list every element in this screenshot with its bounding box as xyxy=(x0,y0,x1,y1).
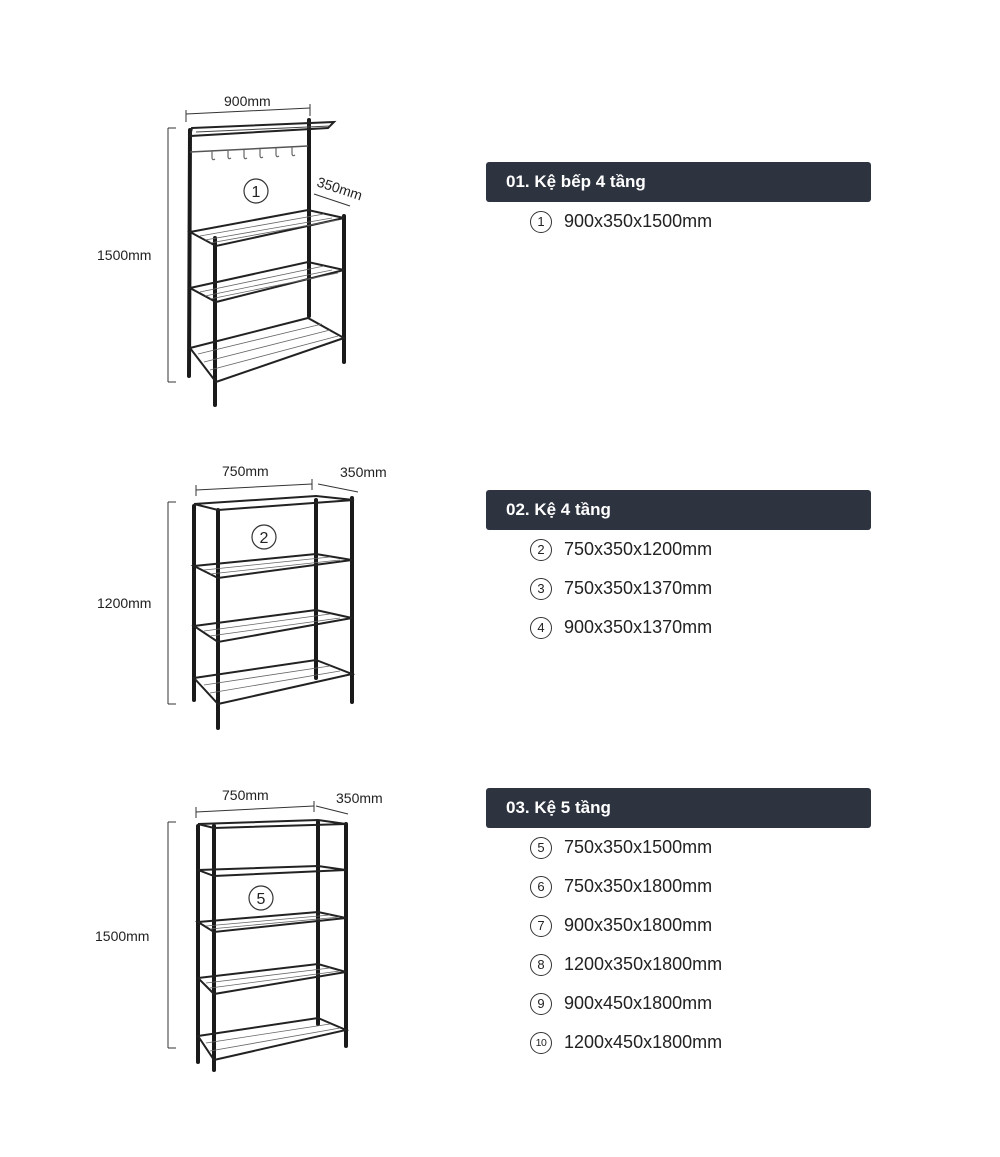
item-number: 1 xyxy=(530,210,552,233)
dim-width-label: 750mm xyxy=(222,463,269,479)
section-header: 02. Kệ 4 tầng xyxy=(486,490,871,530)
section-header: 03. Kệ 5 tầng xyxy=(486,788,871,828)
shelf-posts xyxy=(196,820,348,1072)
shelf-posts xyxy=(187,118,346,407)
list-item: 3 750x350x1370mm xyxy=(530,569,712,608)
list-item: 5 750x350x1500mm xyxy=(530,828,722,867)
dim-height-label: 1500mm xyxy=(95,928,149,944)
dim-depth-label: 350mm xyxy=(336,790,383,806)
item-size: 750x350x1500mm xyxy=(564,837,713,857)
item-number: 2 xyxy=(530,538,552,561)
item-size: 1200x350x1800mm xyxy=(564,954,723,974)
list-item: 10 1200x450x1800mm xyxy=(530,1023,722,1062)
item-number: 9 xyxy=(530,992,552,1015)
list-item: 9 900x450x1800mm xyxy=(530,984,722,1023)
item-size: 900x350x1800mm xyxy=(564,915,713,935)
shelf-drawing-5-tier: 750mm 350mm 1500mm 5 xyxy=(95,787,383,1072)
item-number: 4 xyxy=(530,616,552,639)
list-item: 6 750x350x1800mm xyxy=(530,867,722,906)
item-number: 7 xyxy=(530,914,552,937)
item-size: 750x350x1200mm xyxy=(564,539,713,559)
dim-height-label: 1200mm xyxy=(97,595,151,611)
drawing-marker: 2 xyxy=(260,530,269,547)
size-list: 5 750x350x1500mm 6 750x350x1800mm 7 900x… xyxy=(530,828,722,1062)
size-list: 1 900x350x1500mm xyxy=(530,202,712,241)
drawing-marker: 1 xyxy=(252,184,261,201)
shelf-drawing-4-tier: 750mm 350mm 1200mm 2 xyxy=(97,463,387,730)
list-item: 8 1200x350x1800mm xyxy=(530,945,722,984)
item-size: 900x350x1370mm xyxy=(564,617,713,637)
item-size: 750x350x1800mm xyxy=(564,876,713,896)
list-item: 2 750x350x1200mm xyxy=(530,530,712,569)
item-size: 750x350x1370mm xyxy=(564,578,713,598)
list-item: 1 900x350x1500mm xyxy=(530,202,712,241)
dim-width-label: 750mm xyxy=(222,787,269,803)
size-list: 2 750x350x1200mm 3 750x350x1370mm 4 900x… xyxy=(530,530,712,647)
item-number: 8 xyxy=(530,953,552,976)
item-number: 6 xyxy=(530,875,552,898)
dim-width-label: 900mm xyxy=(224,93,271,109)
dim-height-label: 1500mm xyxy=(97,247,151,263)
section-header: 01. Kệ bếp 4 tầng xyxy=(486,162,871,202)
item-size: 900x450x1800mm xyxy=(564,993,713,1013)
item-size: 900x350x1500mm xyxy=(564,211,713,231)
list-item: 4 900x350x1370mm xyxy=(530,608,712,647)
item-number: 3 xyxy=(530,577,552,600)
item-number: 10 xyxy=(530,1031,552,1054)
shelf-drawing-kitchen-4-tier: 900mm 350mm 1500mm xyxy=(97,93,364,407)
item-size: 1200x450x1800mm xyxy=(564,1032,723,1052)
list-item: 7 900x350x1800mm xyxy=(530,906,722,945)
drawing-marker: 5 xyxy=(257,891,266,908)
dim-depth-label: 350mm xyxy=(340,464,387,480)
item-number: 5 xyxy=(530,836,552,859)
